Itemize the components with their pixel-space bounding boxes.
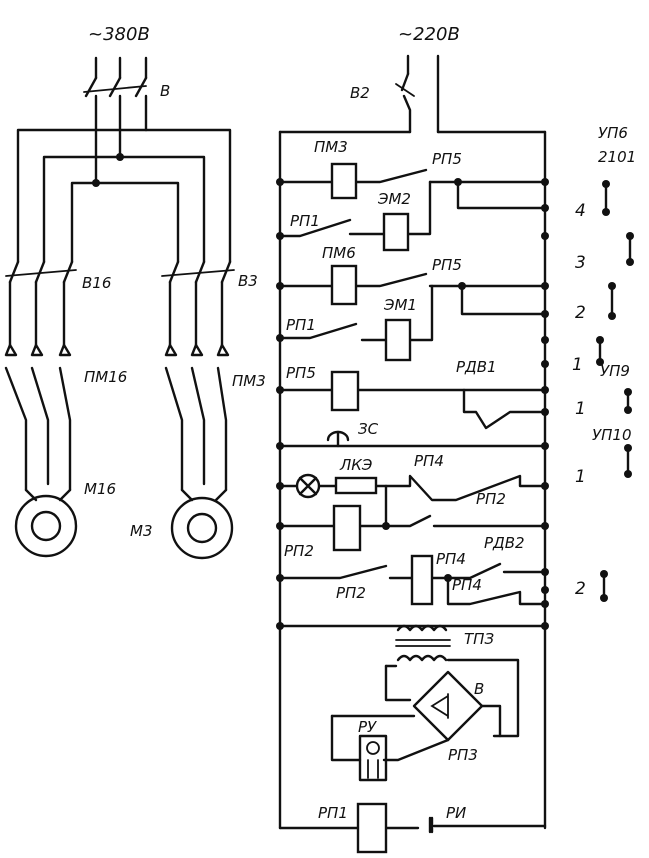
panel-code-label: 2101 [598, 148, 636, 166]
coil-pm3-label: ПМ3 [314, 138, 348, 156]
contact-rp1-a-label: РП1 [290, 212, 320, 230]
control-switch-label: В2 [350, 84, 370, 102]
motor-m3-label: М3 [130, 522, 153, 540]
lamp-row: ЛКЭ РП4 РП2 [276, 452, 549, 508]
rp3-label: РП3 [448, 746, 478, 764]
rectifier-label: В [474, 680, 484, 698]
terminal-label: 2 [575, 303, 586, 323]
main-switch: В [83, 76, 170, 100]
jumper-links [596, 180, 634, 602]
coil-em2-label: ЭМ2 [377, 190, 411, 208]
panel-up9-label: УП9 [600, 362, 630, 380]
row-rp1: РП1 РИ [278, 802, 547, 854]
panel-up10-label: УП10 [592, 426, 632, 444]
contact-rp4-a-label: РП4 [414, 452, 444, 470]
row-pm3: ПМ3 РП5 РП1 ЭМ2 [276, 138, 549, 252]
supply-380-label: ~380В [88, 24, 150, 45]
coil-rp5-label: РП5 [286, 364, 316, 382]
coil-em1-label: ЭМ1 [383, 296, 417, 314]
row-rp5: РП5 РДВ1 [276, 358, 549, 430]
rectifier: В [384, 664, 502, 742]
m16-contactor: ПМ16 [4, 343, 127, 492]
bell-label: ЗС [358, 420, 379, 438]
coil-rp4-label: РП4 [452, 576, 482, 594]
row-pm6: ПМ6 РП5 РП1 ЭМ1 [276, 244, 549, 362]
panel-up6-label: УП6 [598, 124, 628, 142]
contact-rdv1-label: РДВ1 [456, 358, 497, 376]
motor-m3: М3 [130, 488, 234, 560]
terminal-label: 1 [575, 467, 586, 487]
contact-rp1-b-label: РП1 [286, 316, 316, 334]
coil-rp2-label: РП2 [284, 542, 314, 560]
terminal-label: 3 [575, 253, 586, 273]
contact-rp2-a-label: РП2 [476, 490, 506, 508]
m16-contactor-label: ПМ16 [84, 368, 127, 386]
control-relay-label: РУ [358, 718, 377, 736]
contact-rp4-b-label: РП4 [436, 550, 466, 568]
m3-breaker-label: В3 [238, 272, 258, 290]
transformer-label: ТПЗ [464, 630, 494, 648]
motor-m16: М16 [14, 480, 116, 558]
control-circuit: ~220В В2 ПМ3 РП5 РП1 [276, 24, 636, 854]
control-relay: РУ РП3 [330, 714, 478, 782]
m16-breaker: В16 [5, 260, 111, 347]
m3-breaker: В3 [161, 260, 258, 347]
motor-m16-label: М16 [84, 480, 116, 498]
transformer: ТПЗ [276, 622, 549, 738]
lamp-label: ЛКЭ [339, 456, 373, 474]
ri-label: РИ [446, 804, 466, 822]
contact-rp5-b-label: РП5 [432, 256, 462, 274]
terminal-label: 1 [575, 399, 586, 419]
m16-breaker-label: В16 [82, 274, 111, 292]
power-circuit: ~380В В В16 В3 [4, 24, 266, 560]
coil-pm6-label: ПМ6 [322, 244, 356, 262]
row-rp4: РП2 РП4 [276, 554, 549, 608]
contact-rdv2-label: РДВ2 [484, 534, 525, 552]
coil-rp1-label: РП1 [318, 804, 348, 822]
contact-rp5-a-label: РП5 [432, 150, 462, 168]
m3-contactor-label: ПМ3 [232, 372, 266, 390]
terminal-label: 2 [575, 579, 586, 599]
main-switch-label: В [160, 82, 170, 100]
contact-rp2-b-label: РП2 [336, 584, 366, 602]
terminals: 4 3 2 1 1 1 2 УП6 2101 УП9 УП10 [572, 124, 636, 602]
m3-contactor: ПМ3 [164, 343, 266, 492]
bell: ЗС [276, 420, 549, 450]
supply-220-label: ~220В [398, 24, 460, 45]
terminal-label: 4 [575, 201, 586, 221]
row-rp2: РП2 РП4 РДВ2 [276, 484, 549, 568]
terminal-label: 1 [572, 355, 583, 375]
control-switch: В2 [350, 72, 415, 134]
